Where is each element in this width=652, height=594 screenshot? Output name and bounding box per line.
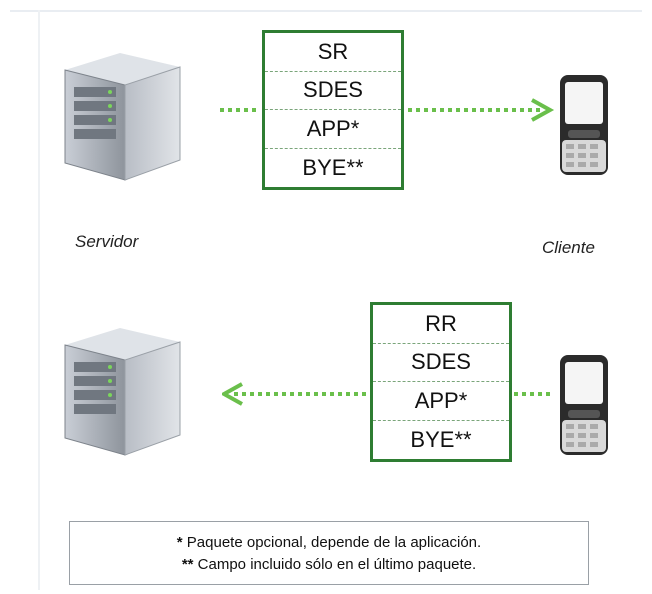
mobile-phone-icon: [560, 75, 608, 175]
dotted-connector: [220, 108, 260, 112]
note-line-optional: * Paquete opcional, depende de la aplica…: [70, 532, 588, 554]
legend-notes-box: * Paquete opcional, depende de la aplica…: [69, 521, 589, 585]
server-icon: [64, 328, 181, 456]
mobile-phone-icon: [560, 355, 608, 455]
note-mark: *: [176, 534, 183, 551]
frame-top-line: [10, 10, 642, 12]
packet-row: BYE**: [302, 154, 364, 180]
frame-left-line: [38, 10, 40, 590]
note-mark: **: [181, 556, 194, 573]
packet-row: SDES: [373, 344, 509, 382]
packet-row: SDES: [265, 72, 401, 110]
server-label: Servidor: [75, 232, 139, 251]
packet-stack-client-to-server: RR SDES APP* BYE**: [370, 302, 512, 462]
left-arrow-icon: [222, 382, 368, 406]
packet-row: APP*: [265, 110, 401, 149]
note-text: Paquete opcional, depende de la aplicaci…: [186, 534, 482, 551]
note-line-last-packet: ** Campo incluido sólo en el último paqu…: [70, 554, 588, 576]
right-arrow-icon: [408, 98, 555, 122]
packet-row: SR: [265, 33, 401, 72]
packet-row: APP*: [373, 382, 509, 421]
packet-row: RR: [373, 305, 509, 344]
packet-stack-server-to-client: SR SDES APP* BYE**: [262, 30, 404, 190]
server-icon: [64, 53, 181, 181]
client-label: Cliente: [542, 238, 595, 257]
packet-row: BYE**: [410, 426, 472, 452]
note-text: Campo incluido sólo en el último paquete…: [197, 556, 477, 573]
dotted-connector: [514, 392, 554, 396]
